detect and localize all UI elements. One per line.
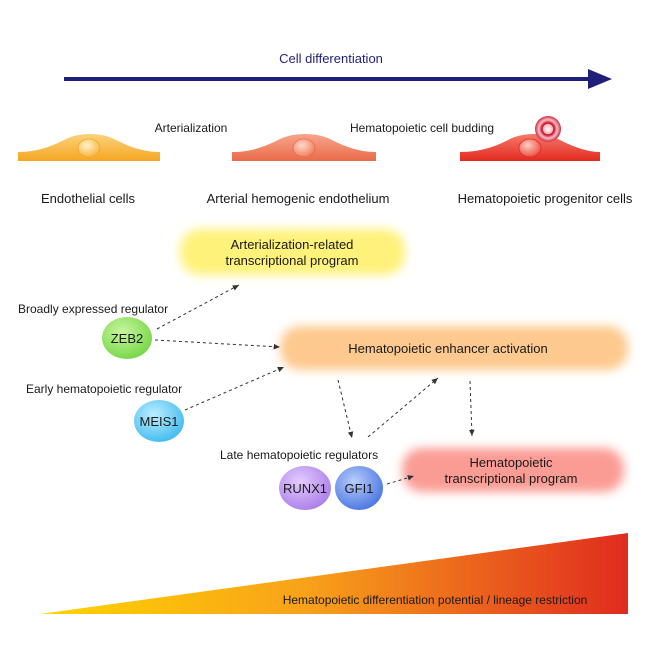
zeb2-label: ZEB2	[111, 331, 144, 346]
runx1-node: RUNX1	[279, 466, 331, 510]
arterialization-program-line2: transcriptional program	[226, 253, 359, 268]
broad-regulator-label: Broadly expressed regulator	[18, 302, 168, 316]
gfi1-node: GFI1	[335, 466, 383, 510]
arterial-he-label: Arterial hemogenic endothelium	[207, 191, 390, 206]
gradient-label: Hematopoietic differentiation potential …	[283, 593, 588, 607]
arrow-zeb2-to-arterialization	[156, 284, 240, 330]
axis-arrow-head	[588, 69, 612, 89]
arrow-gfi1-to-hematopoietic-program	[386, 475, 415, 485]
meis1-node: MEIS1	[134, 400, 184, 442]
zeb2-bubble	[102, 317, 152, 359]
meis1-bubble	[134, 400, 184, 442]
hematopoietic-program-glow	[402, 448, 624, 492]
budding-cell	[535, 116, 561, 142]
runx1-label: RUNX1	[283, 481, 327, 496]
potential-gradient: Hematopoietic differentiation potential …	[40, 533, 628, 614]
budding-cell-ring	[541, 122, 555, 136]
arrow-late-regulators-to-enhancer	[367, 377, 439, 438]
arterialization-program-line1: Arterialization-related	[231, 237, 354, 252]
arrow-zeb2-to-enhancer	[154, 339, 281, 350]
arterial-nucleus	[292, 138, 316, 158]
enhancer-activation-label: Hematopoietic enhancer activation	[348, 341, 547, 356]
hematopoietic-program-line1: Hematopoietic	[469, 455, 553, 470]
progenitor-cell-illustration	[460, 116, 600, 161]
hematopoietic-program-box: Hematopoietic transcriptional program	[402, 448, 624, 492]
enhancer-activation-box: Hematopoietic enhancer activation	[280, 326, 628, 370]
differentiation-axis: Cell differentiation	[64, 51, 612, 89]
arrow-meis1-to-enhancer	[184, 366, 285, 411]
meis1-label: MEIS1	[139, 414, 178, 429]
gradient-wedge	[40, 533, 628, 614]
axis-label: Cell differentiation	[279, 51, 383, 66]
progenitor-cells-label: Hematopoietic progenitor cells	[458, 191, 633, 206]
arrow-enhancer-to-late-regulators	[337, 379, 354, 439]
arterialization-program-glow	[180, 229, 405, 275]
arterial-cell-illustration	[232, 134, 376, 161]
gfi1-bubble	[335, 466, 383, 510]
arrow-enhancer-to-hematopoietic-program	[468, 380, 475, 437]
enhancer-activation-glow	[280, 326, 628, 370]
arterialization-program-box: Arterialization-related transcriptional …	[180, 229, 405, 275]
endothelial-cells-label: Endothelial cells	[41, 191, 135, 206]
regulatory-arrows	[154, 284, 475, 485]
arterialization-label: Arterialization	[155, 121, 228, 135]
endothelial-cell-illustration	[18, 134, 160, 161]
gfi1-label: GFI1	[345, 481, 374, 496]
hematopoietic-program-line2: transcriptional program	[445, 471, 578, 486]
early-regulator-label: Early hematopoietic regulator	[26, 382, 182, 396]
runx1-bubble	[279, 466, 331, 510]
budding-label: Hematopoietic cell budding	[350, 121, 494, 135]
zeb2-node: ZEB2	[102, 317, 152, 359]
late-regulators-label: Late hematopoietic regulators	[220, 448, 378, 462]
progenitor-nucleus	[518, 138, 542, 158]
endothelial-nucleus	[77, 138, 101, 158]
